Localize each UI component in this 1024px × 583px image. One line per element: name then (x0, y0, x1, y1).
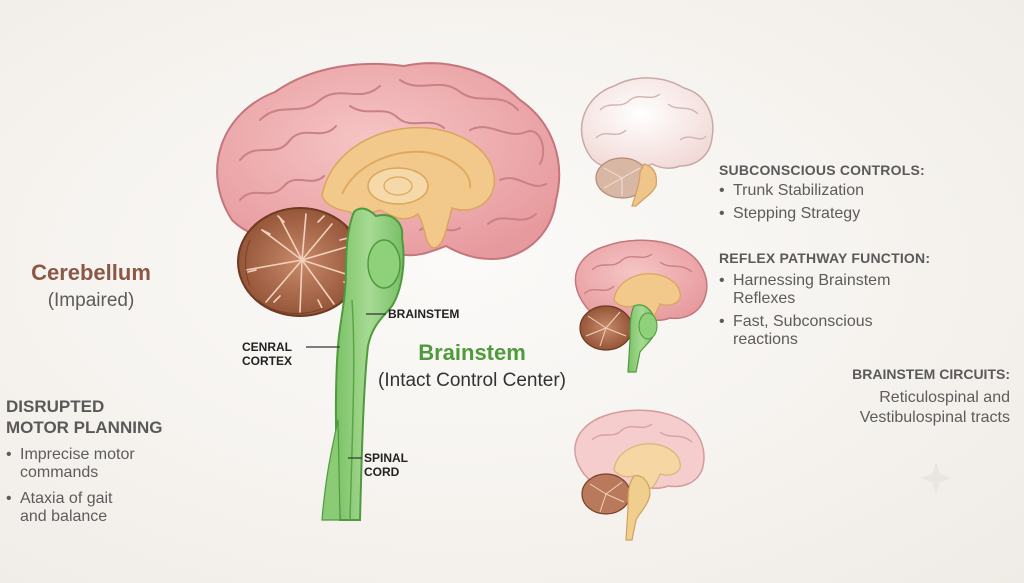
list-item: Stepping Strategy (719, 205, 979, 223)
list-item: Harnessing Brainstem Reflexes (719, 272, 979, 308)
brainstem-subtitle: (Intact Control Center) (378, 370, 566, 391)
heading-line: MOTOR PLANNING (6, 418, 163, 437)
heading-line: DISRUPTED (6, 397, 105, 416)
list-item-line: Reflexes (733, 290, 796, 307)
circuits-line: Vestibulospinal tracts (859, 409, 1010, 426)
disrupted-motor-planning-heading: DISRUPTED MOTOR PLANNING (6, 396, 196, 438)
cerebellum-subtitle: (Impaired) (47, 290, 135, 311)
brain-thumbnail-light (574, 409, 705, 541)
brain-thumbnail-colored (574, 239, 708, 373)
list-item-line: commands (20, 464, 99, 481)
list-item-line: Fast, Subconscious (733, 313, 873, 330)
label-line: CENRAL (242, 340, 292, 354)
spinal-cord-label: SPINAL CORD (364, 451, 408, 479)
label-line: SPINAL (364, 451, 409, 465)
list-item: Imprecise motor commands (6, 446, 186, 482)
cortex-label: CENRAL CORTEX (242, 340, 292, 368)
disrupted-list: Imprecise motor commands Ataxia of gait … (6, 446, 186, 534)
subconscious-heading: SUBCONSCIOUS CONTROLS: (719, 162, 925, 178)
list-item: Fast, Subconscious reactions (719, 313, 979, 349)
list-item-line: Harnessing Brainstem (733, 272, 891, 289)
list-item-line: reactions (733, 331, 798, 348)
main-brain (216, 62, 561, 521)
list-item: Trunk Stabilization (719, 182, 979, 200)
circuits-body: Reticulospinal and Vestibulospinal tract… (820, 388, 1010, 428)
list-item-line: Ataxia of gait (20, 490, 113, 507)
brainstem-title: Brainstem (418, 340, 526, 365)
list-item: Ataxia of gait and balance (6, 490, 186, 526)
brain-thumbnail-pale (580, 77, 714, 207)
circuits-line: Reticulospinal and (879, 389, 1010, 406)
sparkle-icon (920, 462, 952, 494)
label-line: CORTEX (242, 354, 293, 368)
list-item-line: and balance (20, 508, 108, 525)
reflex-list: Harnessing Brainstem Reflexes Fast, Subc… (719, 272, 979, 354)
circuits-heading: BRAINSTEM CIRCUITS: (852, 366, 1010, 382)
cerebellum-title: Cerebellum (31, 260, 151, 285)
reflex-heading: REFLEX PATHWAY FUNCTION: (719, 250, 931, 266)
brainstem-label: BRAINSTEM (388, 307, 460, 321)
list-item-line: Imprecise motor (20, 446, 135, 463)
label-line: CORD (364, 465, 400, 479)
leader-lines (306, 313, 386, 459)
subconscious-list: Trunk Stabilization Stepping Strategy (719, 182, 979, 228)
